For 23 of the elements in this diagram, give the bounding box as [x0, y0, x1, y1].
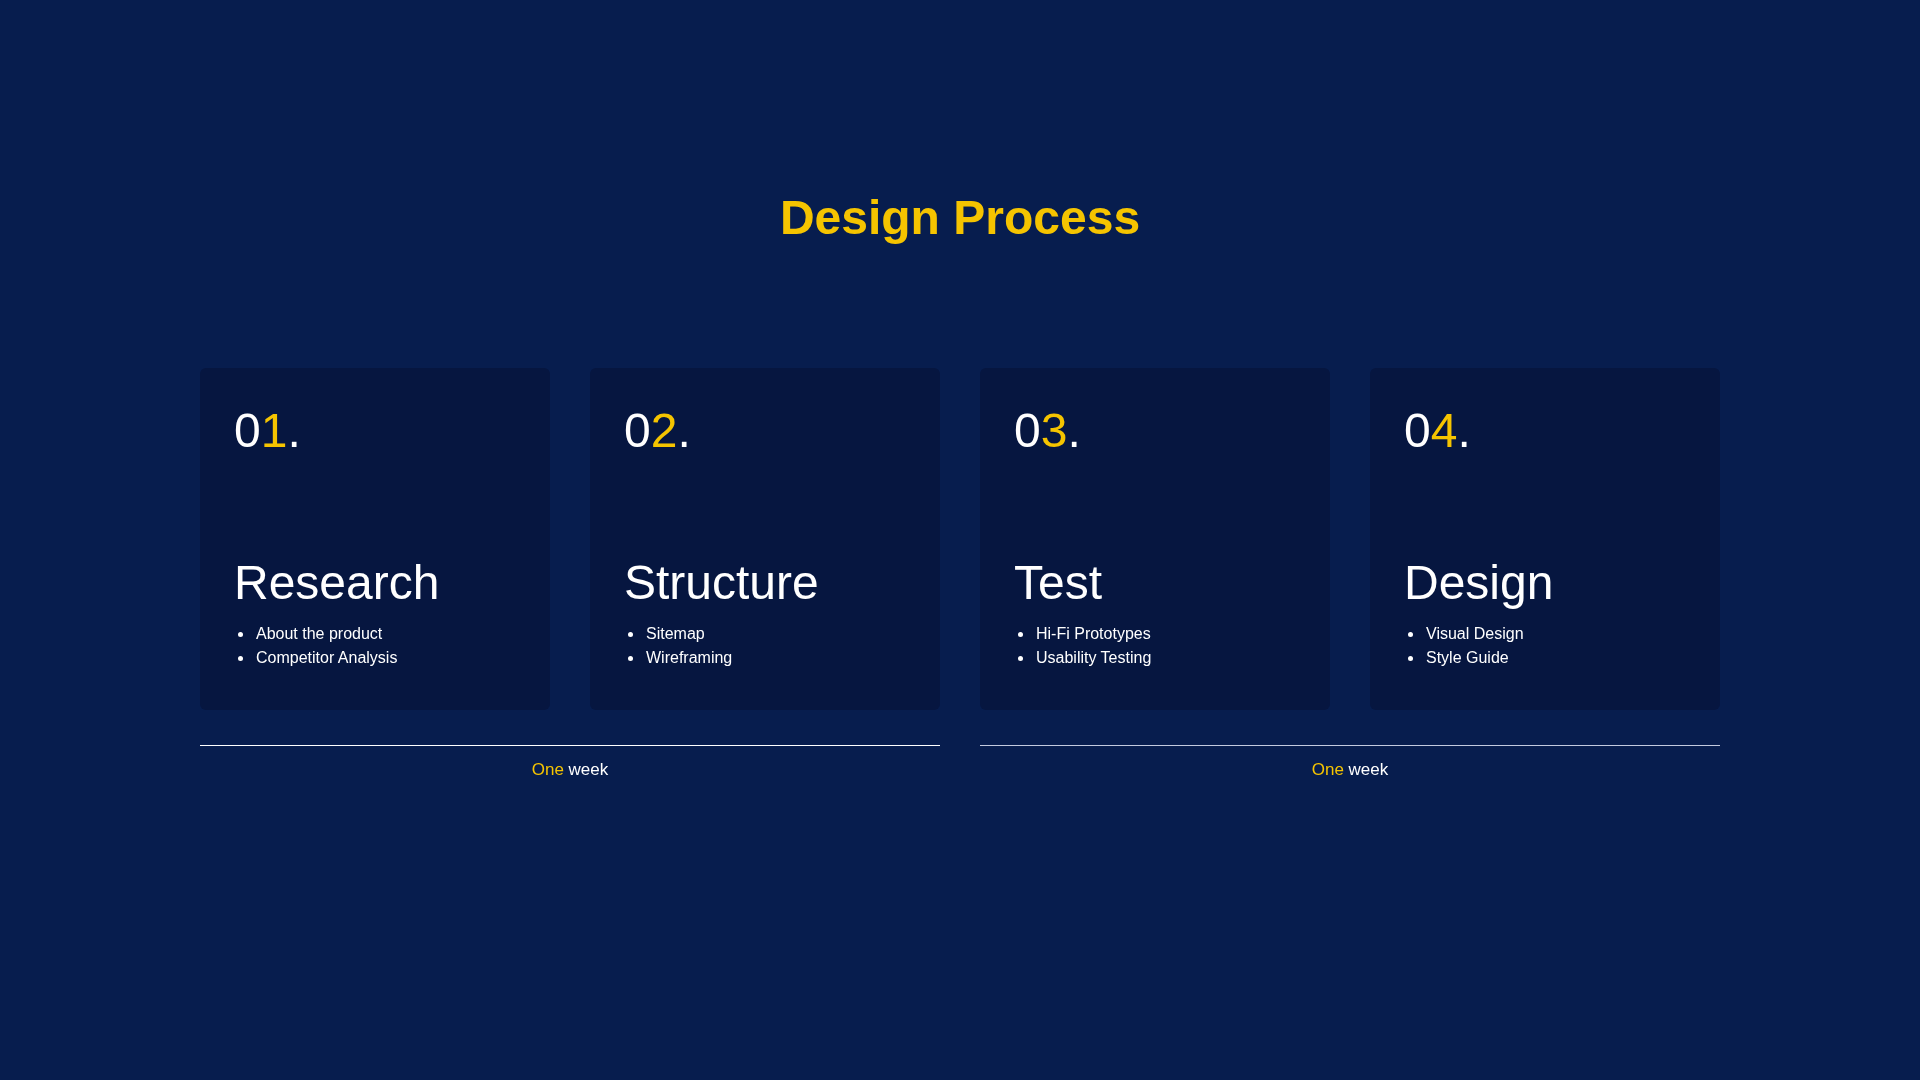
bullet-item: Sitemap — [646, 624, 705, 644]
bullet-item: About the product — [256, 624, 383, 644]
step-number: 03. — [1014, 407, 1081, 455]
duration-label: One week — [1311, 761, 1389, 778]
title: Design Process — [779, 194, 1141, 242]
step-card — [590, 368, 940, 710]
step-number: 04. — [1404, 407, 1471, 455]
bullet-item: Style Guide — [1426, 648, 1509, 668]
step-number: 02. — [624, 407, 691, 455]
step-heading: Test — [1014, 559, 1103, 607]
bullet-item: Usability Testing — [1036, 648, 1152, 668]
step-heading: Design — [1404, 559, 1554, 607]
step-card — [1370, 368, 1720, 710]
step-heading: Structure — [624, 559, 819, 607]
bullet-item: Visual Design — [1426, 624, 1524, 644]
bullet-item: Competitor Analysis — [256, 648, 398, 668]
step-card — [200, 368, 550, 710]
step-number: 01. — [234, 407, 301, 455]
duration-label: One week — [531, 761, 609, 778]
bullet-item: Hi-Fi Prototypes — [1036, 624, 1151, 644]
bullet-item: Wireframing — [646, 648, 733, 668]
step-heading: Research — [234, 559, 440, 607]
step-card — [980, 368, 1330, 710]
